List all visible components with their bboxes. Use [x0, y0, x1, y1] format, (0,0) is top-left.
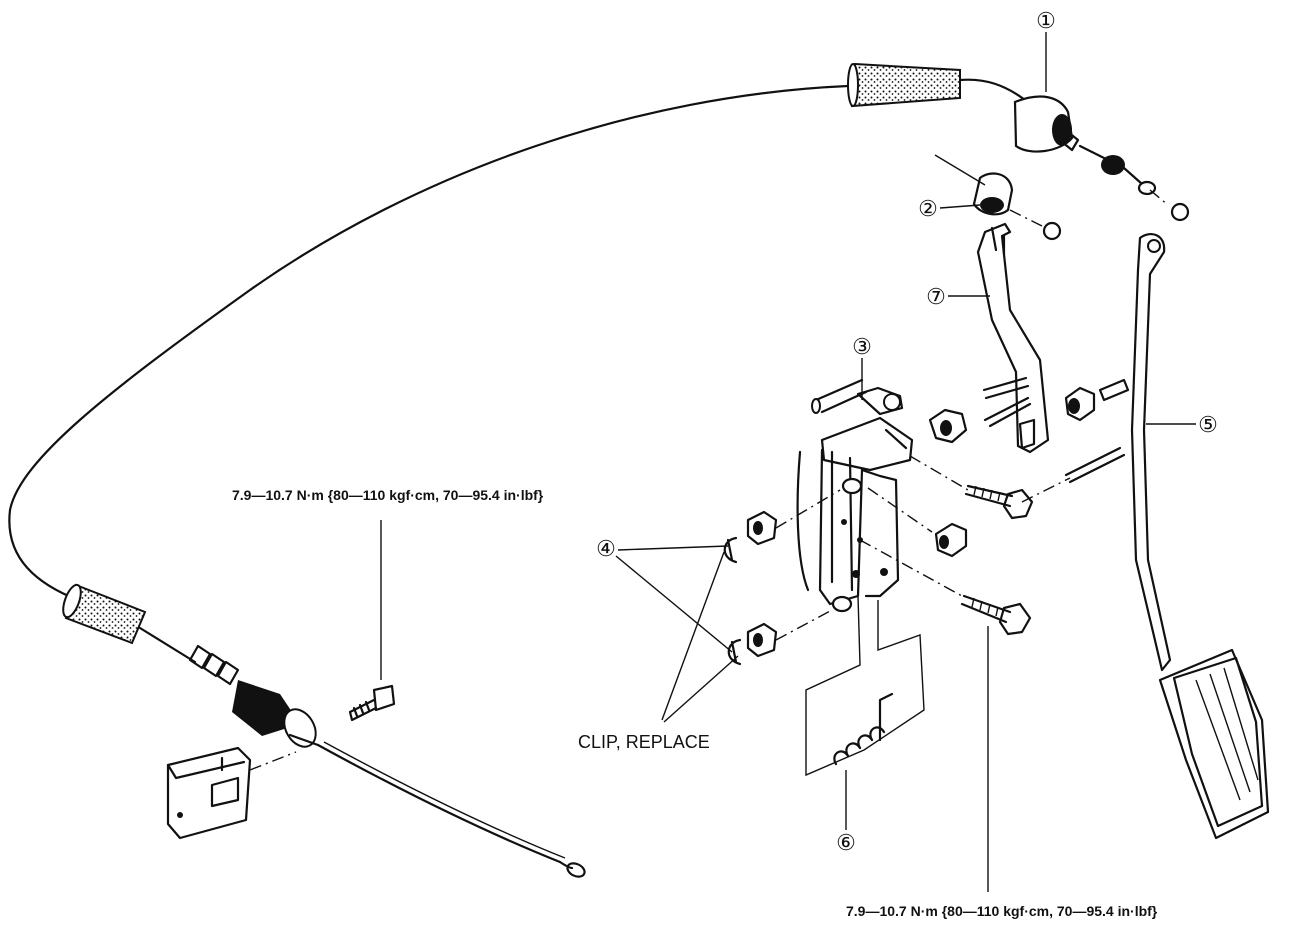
svg-text:⑦: ⑦ — [926, 284, 946, 309]
cable-adjuster-lower — [188, 644, 320, 748]
callout-6: ⑥ — [834, 770, 858, 855]
pedal-stopper — [934, 154, 1062, 241]
svg-text:①: ① — [1036, 8, 1056, 33]
bracket-bolt — [348, 520, 396, 722]
callout-5: ⑤ — [1146, 412, 1220, 437]
clips — [723, 536, 742, 666]
callout-1: ① — [1034, 8, 1058, 92]
pivot-shaft-parts — [928, 378, 1130, 503]
callout-7: ⑦ — [924, 284, 990, 309]
cable-bracket — [166, 746, 297, 840]
callout-2: ② — [916, 196, 981, 221]
svg-text:⑤: ⑤ — [1198, 412, 1218, 437]
callout-4: ④ — [594, 536, 739, 723]
bushings — [746, 487, 968, 658]
svg-text:②: ② — [918, 196, 938, 221]
accelerator-pedal — [1130, 233, 1270, 840]
bracket-bolts — [859, 376, 1034, 636]
cable-sleeve-lower — [62, 583, 147, 645]
return-spring — [833, 692, 894, 766]
torque-spec-bottom: 7.9—10.7 N·m {80—110 kgf·cm, 70—95.4 in·… — [846, 903, 1158, 919]
cable-sleeve-upper — [847, 62, 961, 108]
cable-end-pedal-side — [1013, 95, 1190, 222]
cable-end-fitting — [558, 860, 586, 878]
accelerator-cable — [8, 62, 1027, 878]
pedal-mounting-bracket — [796, 378, 925, 777]
pedal-arm-bracket — [976, 222, 1050, 454]
torque-spec-top: 7.9—10.7 N·m {80—110 kgf·cm, 70—95.4 in·… — [232, 487, 544, 503]
svg-text:③: ③ — [852, 334, 872, 359]
svg-text:⑥: ⑥ — [836, 830, 856, 855]
svg-text:④: ④ — [596, 536, 616, 561]
clip-replace-label: CLIP, REPLACE — [578, 732, 710, 752]
callout-3: ③ — [850, 334, 874, 400]
